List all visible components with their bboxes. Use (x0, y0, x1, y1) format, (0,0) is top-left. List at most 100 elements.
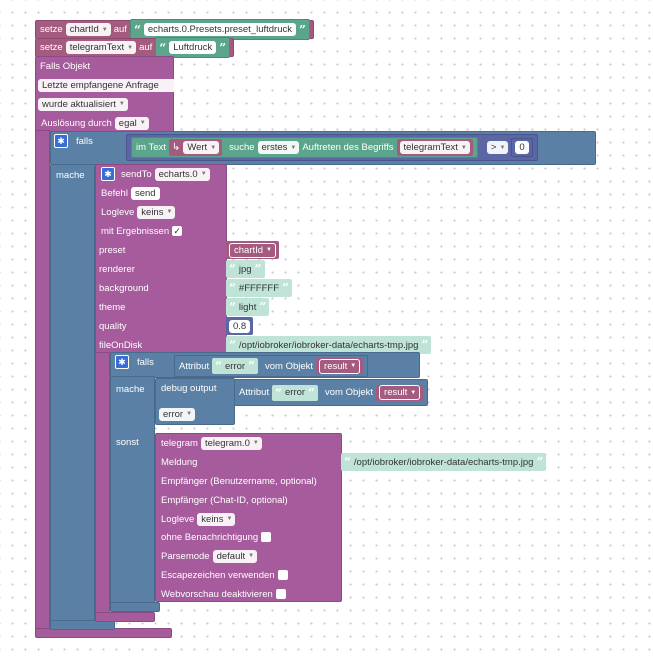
sendto-block[interactable] (95, 164, 227, 354)
message-row: Meldung (161, 455, 197, 469)
instance-dropdown[interactable]: echarts.0▼ (154, 167, 210, 181)
webpreview-checkbox[interactable] (275, 589, 286, 599)
loglevel-label: Logleve (101, 206, 135, 218)
if2-label: falls (137, 356, 154, 368)
gear-icon[interactable]: ✱ (115, 355, 129, 369)
trigger-block[interactable] (35, 56, 174, 133)
param-value-fileondisk[interactable]: “ /opt/iobroker/iobroker-data/echarts-tm… (226, 336, 432, 354)
set-chartid-block[interactable]: setze chartId▼ auf “ echarts.0.Presets.p… (35, 19, 314, 40)
search-mode-dropdown[interactable]: erstes▼ (257, 141, 300, 154)
attribute-value[interactable]: error (225, 360, 246, 372)
object-variable-block[interactable]: result▼ (376, 384, 424, 401)
chevron-down-icon: ▼ (210, 144, 217, 151)
operator-dropdown[interactable]: >▼ (486, 141, 509, 154)
command-row: Befehl send (101, 186, 160, 200)
command-field[interactable]: send (130, 186, 160, 200)
string-value-renderer[interactable]: jpg (238, 263, 252, 275)
debug-attribute-block[interactable]: Attribut “ error ” vom Objekt result▼ (234, 379, 429, 406)
chevron-down-icon: ▼ (499, 144, 506, 151)
results-row: mit Ergebnissen ✓ (101, 224, 183, 238)
chevron-down-icon: ▼ (252, 440, 259, 446)
telegram-block[interactable] (155, 433, 342, 602)
variable-dropdown-chartid[interactable]: chartId▼ (65, 23, 111, 36)
variable-dropdown-telegramtext[interactable]: telegramText▼ (399, 141, 470, 154)
chevron-down-icon: ▼ (166, 209, 173, 215)
webpreview-row: Webvorschau deaktivieren (161, 587, 286, 601)
results-checkbox[interactable]: ✓ (172, 226, 183, 236)
recipient-chat-row: Empfänger (Chat-ID, optional) (161, 493, 288, 507)
quote-close-icon: ” (254, 262, 262, 276)
trigger-condition-row: wurde aktualisiert▼ (38, 95, 128, 113)
variable-dropdown-wert[interactable]: Wert▼ (183, 141, 220, 154)
if2-bottom (110, 602, 160, 612)
quote-open-icon: “ (344, 455, 351, 469)
gear-icon[interactable]: ✱ (54, 134, 68, 148)
telegram-instance-dropdown[interactable]: telegram.0▼ (200, 436, 262, 450)
if-block-left-bar (50, 164, 95, 630)
sendto-bottom (95, 612, 155, 622)
variable-dropdown-result[interactable]: result▼ (379, 385, 421, 400)
telegram-loglevel-dropdown[interactable]: keins▼ (197, 512, 236, 526)
chevron-down-icon: ▼ (139, 120, 146, 126)
object-id-field[interactable]: Letzte empfangene Anfrage (38, 78, 180, 92)
telegram-loglevel-row: Logleve keins▼ (161, 512, 236, 526)
text-value-block[interactable]: “ Luftdruck ” (155, 37, 231, 58)
number-field-quality[interactable]: 0.8 (229, 319, 251, 333)
param-row-theme: theme (99, 299, 125, 316)
quote-open-icon: “ (229, 300, 236, 314)
trigger-cause-dropdown[interactable]: egal▼ (114, 116, 149, 130)
to-label: auf (139, 42, 153, 53)
param-value-quality[interactable]: 0.8 (226, 317, 254, 335)
debug-level-dropdown[interactable]: error▼ (159, 407, 196, 421)
set-telegramtext-block[interactable]: setze telegramText▼ auf “ Luftdruck ” (35, 37, 235, 58)
compare-block[interactable]: im Text ↳ Wert▼ suche erstes▼ Auftreten … (126, 134, 538, 161)
param-value-background[interactable]: “ #FFFFFF ” (226, 279, 292, 297)
object-variable-block[interactable]: result▼ (316, 358, 364, 374)
parsemode-dropdown[interactable]: default▼ (212, 549, 258, 563)
text-field[interactable]: echarts.0.Presets.preset_luftdruck (143, 23, 296, 36)
param-value-theme[interactable]: “ light ” (226, 298, 270, 316)
recipient-user-row: Empfänger (Benutzername, optional) (161, 474, 317, 488)
number-field[interactable]: 0 (515, 141, 529, 154)
variable-get-block[interactable]: ↳ Wert▼ (168, 139, 223, 156)
if2-else-label: sonst (116, 436, 139, 448)
message-value[interactable]: /opt/iobroker/iobroker-data/echarts-tmp.… (353, 456, 534, 468)
trigger-title-row: Falls Objekt (40, 57, 90, 75)
loglevel-dropdown[interactable]: keins▼ (137, 205, 176, 219)
variable-arrow-icon: ↳ (171, 142, 181, 153)
text-field[interactable]: Luftdruck (169, 41, 217, 54)
string-value-fileondisk[interactable]: /opt/iobroker/iobroker-data/echarts-tmp.… (238, 339, 419, 351)
quote-close-icon: ” (421, 338, 429, 352)
attribute-value[interactable]: error (285, 387, 306, 398)
if2-do-label: mache (116, 383, 145, 395)
attribute-string[interactable]: “ error ” (272, 384, 318, 401)
do-label-row: mache (56, 168, 85, 182)
variable-dropdown-telegramtext[interactable]: telegramText▼ (65, 41, 137, 54)
text-search-block[interactable]: im Text ↳ Wert▼ suche erstes▼ Auftreten … (131, 137, 478, 158)
message-value-block[interactable]: “ /opt/iobroker/iobroker-data/echarts-tm… (341, 453, 547, 471)
webpreview-label: Webvorschau deaktivieren (161, 588, 273, 600)
in-text-label: im Text (136, 142, 166, 153)
chevron-down-icon: ▼ (248, 553, 255, 559)
recipient-chat-label: Empfänger (Chat-ID, optional) (161, 494, 288, 506)
variable-dropdown-result[interactable]: result▼ (319, 358, 361, 374)
chevron-down-icon: ▼ (350, 363, 357, 369)
telegram-title: telegram (161, 437, 198, 449)
param-value-renderer[interactable]: “ jpg ” (226, 260, 265, 278)
condition-dropdown[interactable]: wurde aktualisiert▼ (38, 97, 128, 111)
term-variable-block[interactable]: telegramText▼ (396, 139, 473, 156)
variable-dropdown-chartid[interactable]: chartId▼ (229, 242, 276, 258)
telegram-loglevel-label: Logleve (161, 513, 195, 525)
command-label: Befehl (101, 187, 128, 199)
param-value-preset[interactable]: chartId▼ (226, 241, 279, 259)
number-block[interactable]: 0 (511, 138, 533, 157)
no-notify-checkbox[interactable] (261, 532, 272, 542)
string-value-background[interactable]: #FFFFFF (238, 282, 280, 294)
debug-level-row: error▼ (159, 407, 196, 421)
gear-icon[interactable]: ✱ (101, 167, 115, 181)
escape-row: Escapezeichen verwenden (161, 568, 288, 582)
attribute-string[interactable]: “ error ” (212, 358, 258, 374)
attribute-block[interactable]: Attribut “ error ” vom Objekt result▼ (174, 355, 369, 377)
escape-checkbox[interactable] (277, 570, 288, 580)
string-value-theme[interactable]: light (238, 301, 257, 313)
